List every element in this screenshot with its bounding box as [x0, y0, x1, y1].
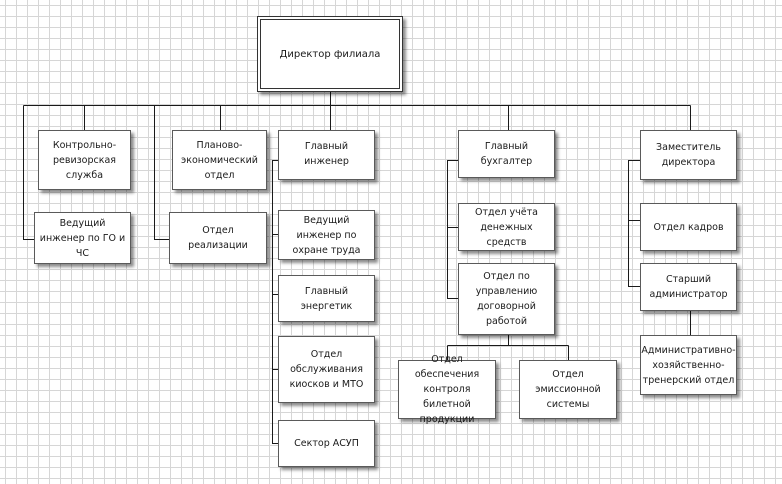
control-box: Контрольно-ревизорская служба	[38, 130, 131, 190]
chief-accountant-box: Главный бухгалтер	[458, 130, 555, 178]
ticket-control-label: Отдел обеспечения контроля билетной прод…	[414, 354, 480, 425]
connector-deputy-branch	[628, 160, 640, 287]
connector-sales	[154, 105, 169, 240]
connector-accountant-branch	[447, 160, 458, 299]
connector-engineer-branch	[272, 160, 278, 444]
planning-label: Планово-экономический отдел	[181, 139, 258, 181]
admin-staff-box: Административно-хозяйственно-тренерский …	[640, 335, 737, 395]
contract-mgmt-box: Отдел по управлению договорной работой	[458, 263, 555, 335]
chief-energy-box: Главный энергетик	[278, 275, 375, 322]
chief-engineer-label: Главный инженер	[304, 141, 349, 167]
go-chs-box: Ведущий инженер по ГО и ЧС	[34, 212, 131, 264]
director-label: Директор филиала	[279, 48, 381, 60]
asup-box: Сектор АСУП	[278, 420, 375, 467]
contract-mgmt-label: Отдел по управлению договорной работой	[475, 271, 538, 327]
connector-go-chs	[23, 105, 34, 240]
control-label: Контрольно-ревизорская служба	[52, 139, 117, 181]
emission-label: Отдел эмиссионной системы	[535, 369, 601, 410]
emission-box: Отдел эмиссионной системы	[519, 360, 617, 419]
deputy-box: Заместитель директора	[640, 130, 737, 180]
asup-label: Сектор АСУП	[294, 438, 359, 449]
connector-accounting-sub	[447, 335, 569, 360]
kiosk-service-box: Отдел обслуживания киосков и МТО	[278, 336, 375, 403]
chief-accountant-label: Главный бухгалтер	[480, 141, 533, 167]
go-chs-label: Ведущий инженер по ГО и ЧС	[39, 217, 126, 259]
senior-admin-box: Старший администратор	[640, 263, 737, 311]
cash-accounting-box: Отдел учёта денежных средств	[458, 203, 555, 251]
sales-label: Отдел реализации	[188, 225, 248, 251]
cash-accounting-label: Отдел учёта денежных средств	[475, 206, 538, 248]
admin-staff-label: Административно-хозяйственно-тренерский …	[641, 344, 736, 386]
kiosk-service-label: Отдел обслуживания киосков и МТО	[289, 349, 364, 390]
senior-admin-label: Старший администратор	[649, 274, 728, 300]
chief-engineer-box: Главный инженер	[278, 130, 375, 180]
hr-label: Отдел кадров	[653, 221, 724, 233]
labor-safety-label: Ведущий инженер по охране труда	[292, 214, 361, 256]
planning-box: Планово-экономический отдел	[172, 130, 267, 190]
labor-safety-box: Ведущий инженер по охране труда	[278, 210, 375, 260]
connector-director-bus	[23, 92, 691, 106]
chief-energy-label: Главный энергетик	[300, 285, 353, 312]
ticket-control-box: Отдел обеспечения контроля билетной прод…	[398, 354, 496, 425]
hr-box: Отдел кадров	[640, 203, 737, 251]
sales-box: Отдел реализации	[169, 212, 267, 264]
director-box: Директор филиала	[257, 16, 403, 92]
deputy-label: Заместитель директора	[656, 142, 721, 168]
